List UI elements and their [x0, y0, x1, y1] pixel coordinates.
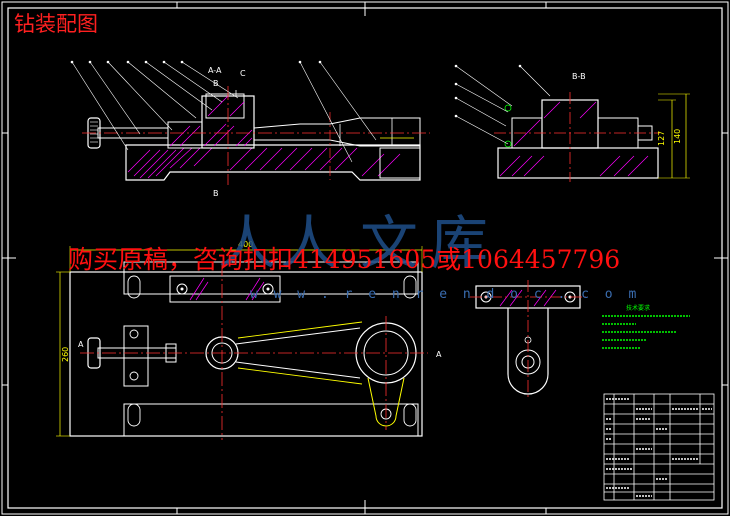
section-a-right-label: A: [436, 350, 442, 359]
section-b-bottom-label: B: [213, 189, 219, 198]
section-bb-label: B-B: [572, 72, 586, 81]
drawing-title: 钻装配图: [14, 12, 98, 36]
watermark-glyph-1: 人: [218, 209, 277, 277]
tech-requirements: 技术要求: [602, 304, 690, 349]
section-aa-view: A-A B C B: [70, 60, 430, 198]
section-c-label: C: [240, 69, 246, 78]
section-aa-label: A-A: [208, 66, 222, 75]
tech-requirements-title: 技术要求: [626, 304, 650, 312]
section-bb-view: 127 140 B-B: [454, 64, 690, 182]
title-block: [603, 393, 715, 501]
watermark-glyph-3: 文: [360, 209, 419, 277]
dim-127: 127: [657, 131, 666, 146]
contact-banner: 购买原稿，咨询扣扣414951605或1064457796: [68, 245, 621, 274]
detail-view: [470, 280, 586, 400]
watermark-glyph-2: 人: [280, 209, 339, 277]
dim-140: 140: [673, 129, 682, 144]
dim-260: 260: [61, 347, 70, 362]
section-b-top-label: B: [213, 79, 219, 88]
title-block-text: [606, 398, 712, 497]
section-a-left-label: A: [78, 340, 84, 349]
plan-view: 400 260 A A: [56, 240, 442, 440]
watermark-glyph-4: 库: [430, 209, 489, 277]
watermark-url: w w w . r e n r e n d o c . c o m: [250, 287, 641, 302]
dim-400: 400: [238, 240, 253, 249]
